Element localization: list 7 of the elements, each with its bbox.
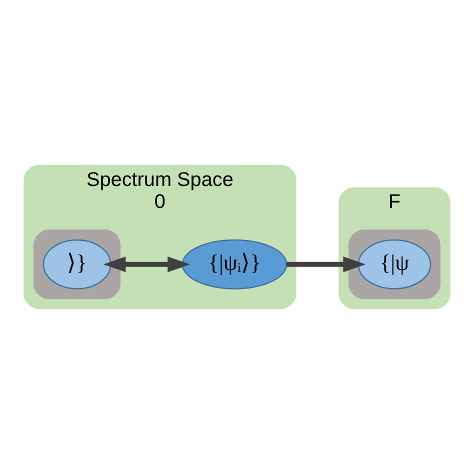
arrow (286, 256, 366, 272)
node-ellipse: ⟩} (42, 239, 112, 290)
node-ellipse: {|ψ (358, 239, 432, 290)
node-ellipse: {|ψᵢ⟩} (182, 239, 288, 290)
arrow (103, 256, 190, 272)
cluster (348, 230, 440, 300)
cluster (34, 230, 121, 300)
